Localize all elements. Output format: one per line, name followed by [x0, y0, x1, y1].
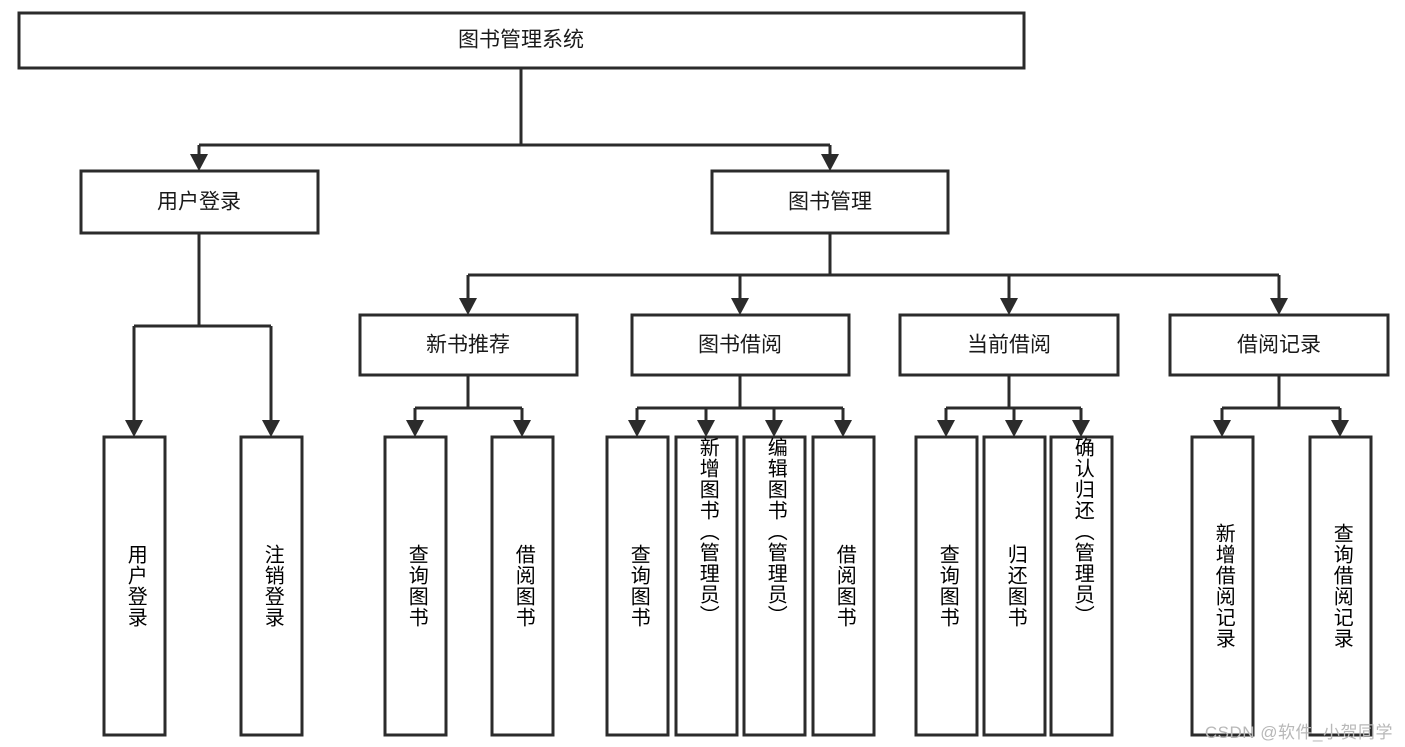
new-book-recommend-label: 新书推荐: [426, 334, 510, 357]
leaf-add-borrow-record-box[interactable]: [1190, 435, 1255, 737]
leaf-return-book-box[interactable]: [982, 435, 1047, 737]
leaf-edit-book-admin-box[interactable]: [742, 435, 807, 737]
leaf-user-login-box[interactable]: [102, 435, 167, 737]
arrowhead-leaf-query-borrow-record: [1331, 420, 1349, 437]
arrowhead-book-borrow: [731, 298, 749, 315]
leaf-query-book-rec-box[interactable]: [383, 435, 448, 737]
leaf-query-book-borrow-box[interactable]: [605, 435, 670, 737]
watermark-text: CSDN @软件_小贺同学: [1204, 723, 1393, 742]
leaf-confirm-return-admin-box[interactable]: [1049, 435, 1114, 737]
arrowhead-leaf-return-book: [1005, 420, 1023, 437]
node-root[interactable]: 图书管理系统: [17, 11, 1026, 70]
node-borrow-record[interactable]: 借阅记录: [1168, 313, 1390, 377]
node-book-manage[interactable]: 图书管理: [710, 169, 950, 235]
leaf-box-layer: [102, 435, 1373, 737]
book-borrow-label: 图书借阅: [698, 334, 782, 357]
book-manage-box[interactable]: [710, 169, 950, 235]
user-login-box[interactable]: [79, 169, 320, 235]
arrowhead-leaf-logout-login: [262, 420, 280, 437]
node-book-borrow[interactable]: 图书借阅: [630, 313, 851, 377]
root-box[interactable]: [17, 11, 1026, 70]
current-borrow-box[interactable]: [898, 313, 1120, 377]
leaf-borrow-book-box[interactable]: [811, 435, 876, 737]
leaf-logout-login-box[interactable]: [239, 435, 304, 737]
book-manage-label: 图书管理: [788, 191, 872, 214]
node-current-borrow[interactable]: 当前借阅: [898, 313, 1120, 377]
arrowhead-leaf-query-book-rec: [406, 420, 424, 437]
new-book-recommend-box[interactable]: [358, 313, 579, 377]
leaf-query-borrow-record-box[interactable]: [1308, 435, 1373, 737]
connector-layer: [125, 68, 1349, 437]
current-borrow-label: 当前借阅: [967, 334, 1051, 357]
root-label: 图书管理系统: [458, 29, 584, 52]
leaf-add-book-admin-box[interactable]: [674, 435, 739, 737]
borrow-record-label: 借阅记录: [1237, 334, 1321, 357]
node-new-book-recommend[interactable]: 新书推荐: [358, 313, 579, 377]
arrowhead-new-book-recommend: [459, 298, 477, 315]
arrowhead-leaf-add-book-admin: [697, 420, 715, 437]
book-borrow-box[interactable]: [630, 313, 851, 377]
arrowhead-leaf-query-book-current: [937, 420, 955, 437]
arrowhead-user-login: [190, 154, 208, 171]
arrowhead-leaf-borrow-book: [834, 420, 852, 437]
arrowhead-leaf-user-login: [125, 420, 143, 437]
user-login-label: 用户登录: [157, 191, 241, 214]
arrowhead-leaf-confirm-return-admin: [1072, 420, 1090, 437]
arrowhead-book-manage: [821, 154, 839, 171]
arrowhead-leaf-edit-book-admin: [765, 420, 783, 437]
borrow-record-box[interactable]: [1168, 313, 1390, 377]
leaf-query-book-current-box[interactable]: [914, 435, 979, 737]
arrowhead-leaf-borrow-book-rec: [513, 420, 531, 437]
arrowhead-leaf-add-borrow-record: [1213, 420, 1231, 437]
arrowhead-leaf-query-book-borrow: [628, 420, 646, 437]
node-user-login[interactable]: 用户登录: [79, 169, 320, 235]
arrowhead-current-borrow: [1000, 298, 1018, 315]
arrowhead-borrow-record: [1270, 298, 1288, 315]
leaf-borrow-book-rec-box[interactable]: [490, 435, 555, 737]
